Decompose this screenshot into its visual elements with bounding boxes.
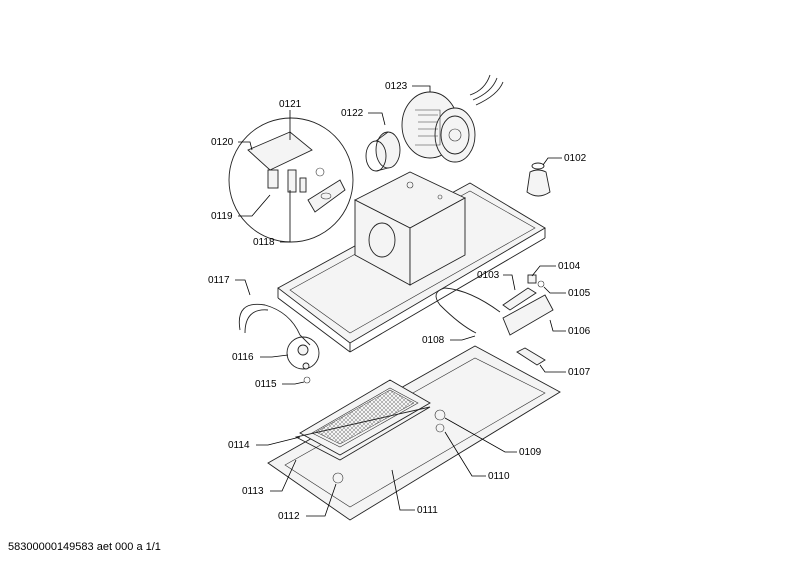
connector-ring [365,131,401,172]
label-0117: 0117 [208,275,230,286]
label-0112: 0112 [278,511,300,522]
label-0121: 0121 [279,99,302,110]
label-0111: 0111 [417,505,438,516]
label-0109: 0109 [519,447,542,458]
label-0113: 0113 [242,486,264,497]
label-0123: 0123 [385,81,408,92]
label-0122: 0122 [341,108,364,119]
document-footer: 58300000149583 aet 000 a 1/1 [8,541,161,553]
fan-motor [401,74,504,163]
label-0105: 0105 [568,288,591,299]
label-0115: 0115 [255,379,277,390]
part-labels: 0123 0122 0121 0120 0102 0119 0118 0117 … [208,81,591,522]
label-0110: 0110 [488,471,510,482]
cone-part [526,162,551,197]
power-cable [238,303,311,346]
cable-loop [435,287,501,334]
label-0104: 0104 [558,261,581,272]
label-0120: 0120 [211,137,234,148]
label-0106: 0106 [568,326,591,337]
label-0107: 0107 [568,367,591,378]
grease-filter [294,379,431,461]
label-0108: 0108 [422,335,445,346]
screw-0112 [332,472,344,484]
label-0102: 0102 [564,153,587,164]
part-0115 [303,376,311,384]
remote-control [516,347,546,366]
motor-housing-box [354,171,466,286]
label-0118: 0118 [253,237,275,248]
electronics-detail-circle [228,117,354,243]
leader-lines [235,85,566,517]
label-0103: 0103 [477,270,500,281]
screw-0109 [434,409,446,421]
control-module [502,274,554,336]
terminal-circle [286,336,320,370]
label-0119: 0119 [211,211,233,222]
label-0114: 0114 [228,440,250,451]
label-0116: 0116 [232,352,254,363]
screw-0110 [435,423,445,433]
